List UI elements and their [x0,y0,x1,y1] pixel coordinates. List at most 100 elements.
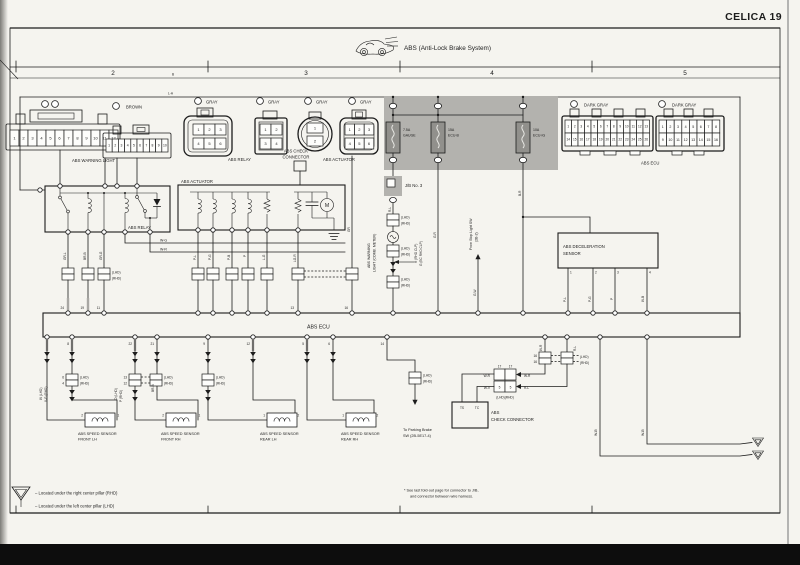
pin-row: 1 [306,122,324,134]
variant-tag: (LHD) [401,247,410,251]
wire-label: P-G [588,296,592,302]
variant-tag: (LHD) [80,376,89,380]
wire-label: P [610,298,614,300]
destination-label: SW (2B-5E17-4) [403,434,432,438]
component-label: LIGHT (COMB. METER) [373,234,377,272]
ecu-pin-number: 19 [80,306,84,310]
ecu-pin-number: 5 [302,342,304,346]
footnote-text: * See last fold-out page for connector t… [404,489,479,493]
svg-text:2: 2 [669,125,671,129]
pin-label: TC [475,406,480,410]
wire-label: W-B [594,429,598,436]
connector-color-label: GRAY [360,100,372,105]
scan-edge-artifact [0,0,8,565]
svg-text:1: 1 [349,127,352,132]
wire-label: B [172,73,174,77]
connector-color-label: GRAY [316,100,328,105]
motor-symbol: M [325,203,329,209]
variant-tag: (RHD) [401,284,410,288]
svg-text:12: 12 [111,135,116,140]
svg-text:6: 6 [58,135,61,140]
sensor-label: ABS SPEED SENSOR [78,432,117,436]
wire-label: P-L [563,297,567,302]
wire-label: W-G [160,239,167,243]
svg-text:4: 4 [275,141,278,146]
variant-tag: (RHD) [112,277,121,281]
variant-tag: (RHD) [580,361,589,365]
svg-text:1: 1 [264,127,267,132]
connector-id-circle [112,102,120,110]
section-number: 5 [683,70,687,77]
section-number: 4 [490,70,494,77]
connector-label: ABS WARNING LIGHT [72,158,116,163]
ecu-connectors-label: ABS ECU [641,161,659,166]
wire-label: P [243,255,247,257]
variant-tag: (RHD) [164,382,173,386]
svg-text:14: 14 [566,138,570,142]
svg-text:2: 2 [358,127,361,132]
svg-text:2: 2 [574,125,576,129]
svg-text:1: 1 [13,135,16,140]
actuator-to-ecu-wires: P-L P-G P-B P L-G LG-R GR [191,155,359,311]
svg-text:22: 22 [618,138,622,142]
connector-color-label: DARK GRAY [672,103,697,108]
svg-text:7: 7 [145,144,147,148]
svg-text:2: 2 [22,135,25,140]
sensor-label: FRONT RH [161,438,181,442]
pin-number: 2 [298,414,300,418]
sensor-label: ABS SPEED SENSOR [260,432,299,436]
wire-label: W-V [484,386,491,390]
variant-tag: (LHD)(RHD) [496,396,514,400]
actuator-label: ABS ACTUATOR [181,179,213,184]
ecu-pin-number: 12 [246,342,250,346]
svg-text:7: 7 [606,125,608,129]
wire-label: P (RHD) [119,390,123,402]
abs-check-connector-bottom: W-R R-L 16 16 (LHD) (RHD) W-R 17 17 W-R … [451,338,589,429]
section-number: 2 [111,70,115,77]
ecu-pin-number: 22 [128,342,132,346]
fuse-panel: 7.5A GAUGE 15A ECU-B 10A ECU-IG [384,95,558,170]
variant-tag: (RHD) [80,382,89,386]
ecu-pin-number: 13 [290,306,294,310]
wire-label: R-L [388,207,392,212]
pin-number: 3 [617,271,619,275]
connector-label: ABS RELAY [228,157,251,162]
svg-text:8: 8 [76,135,79,140]
pin-number: 2 [81,414,83,418]
wire-label: LG-R [293,254,297,262]
variant-tag: (LHD) [401,216,410,220]
variant-tag: (LHD) [216,376,225,380]
svg-text:5: 5 [208,141,211,146]
wire-label: L-G [262,254,266,260]
pin-number: 6 [62,376,64,380]
abs-ecu-bar: ABS ECU 24 19 11 13 16 8 22 21 9 12 5 6 … [42,298,741,346]
svg-text:9: 9 [158,144,160,148]
page-header: CELICA 19 [725,11,782,23]
svg-text:1: 1 [108,144,110,148]
fuse-rating: 7.5A [403,128,411,132]
svg-text:18: 18 [592,138,596,142]
variant-note: R (RHD CLP) [414,244,418,263]
svg-text:16: 16 [579,138,583,142]
connector-id-circle [194,97,202,105]
abs-speed-sensor-front-rh: 2 1 ABS SPEED SENSOR FRONT RH [161,412,201,442]
svg-text:10: 10 [668,138,672,142]
sensor-label: REAR RH [341,438,358,442]
fuse-gauge: 7.5A GAUGE [385,121,416,154]
svg-text:6: 6 [600,125,602,129]
connector-label: ABS CHECK [284,149,308,154]
svg-text:5: 5 [49,135,52,140]
svg-text:7: 7 [67,135,70,140]
wire-label: P-B [227,255,231,260]
sensor-label: ABS SPEED SENSOR [161,432,200,436]
fuse-name: GAUGE [403,134,416,138]
